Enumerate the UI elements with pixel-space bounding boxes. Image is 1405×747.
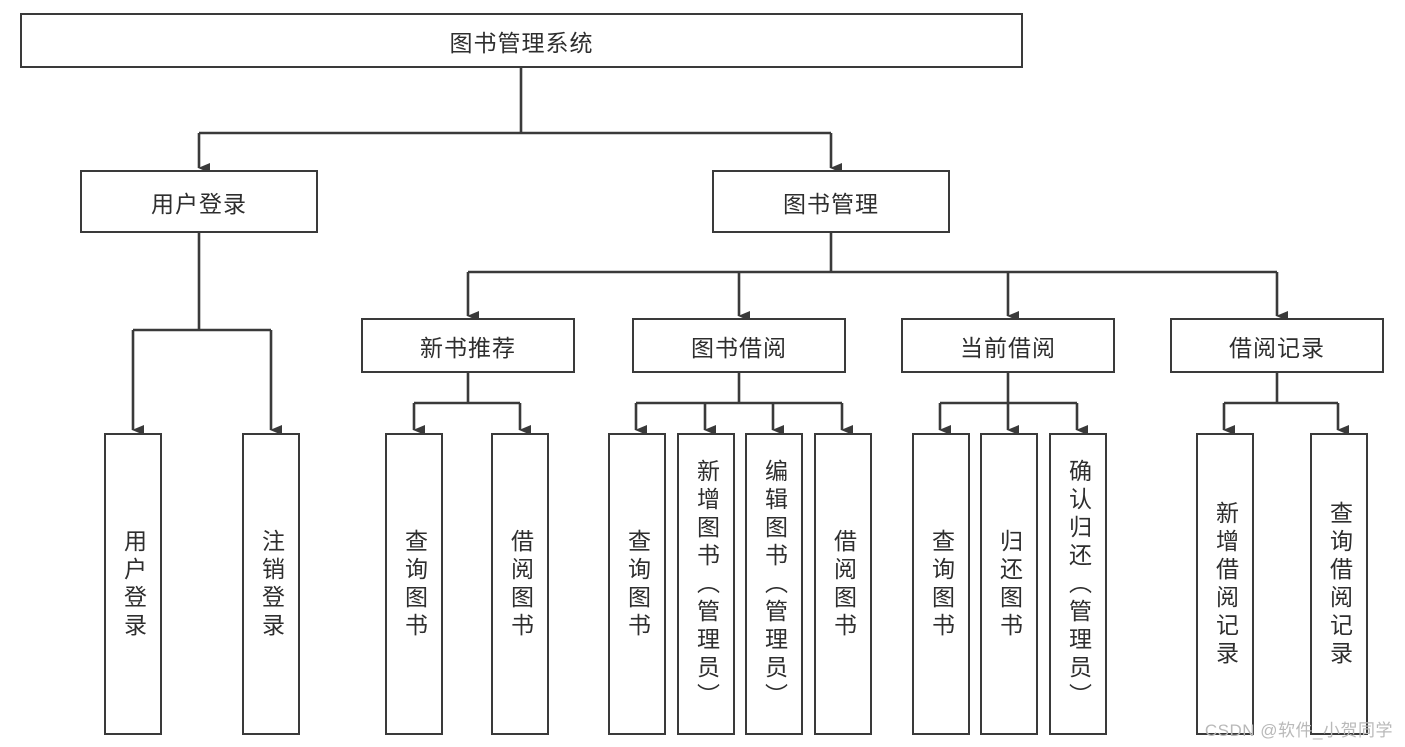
leaf-current-return-book[interactable]: 归还图书 bbox=[980, 433, 1038, 735]
leaf-record-query-borrow-record[interactable]: 查询借阅记录 bbox=[1310, 433, 1368, 735]
watermark-text: CSDN @软件_小贺同学 bbox=[1204, 721, 1393, 740]
leaf-record-add-borrow-record[interactable]: 新增借阅记录 bbox=[1196, 433, 1254, 735]
node-root-book-management-system[interactable]: 图书管理系统 bbox=[20, 13, 1023, 68]
node-book-borrow[interactable]: 图书借阅 bbox=[632, 318, 846, 373]
leaf-borrow-borrow-book[interactable]: 借阅图书 bbox=[814, 433, 872, 735]
leaf-current-query-book[interactable]: 查询图书 bbox=[912, 433, 970, 735]
leaf-user-login-logout[interactable]: 注销登录 bbox=[242, 433, 300, 735]
node-borrow-record[interactable]: 借阅记录 bbox=[1170, 318, 1384, 373]
node-user-login[interactable]: 用户登录 bbox=[80, 170, 318, 233]
node-new-book-recommend[interactable]: 新书推荐 bbox=[361, 318, 575, 373]
leaf-borrow-query-book[interactable]: 查询图书 bbox=[608, 433, 666, 735]
node-current-borrow[interactable]: 当前借阅 bbox=[901, 318, 1115, 373]
leaf-current-confirm-return-admin[interactable]: 确认归还（管理员） bbox=[1049, 433, 1107, 735]
leaf-borrow-add-book-admin[interactable]: 新增图书（管理员） bbox=[677, 433, 735, 735]
leaf-borrow-edit-book-admin[interactable]: 编辑图书（管理员） bbox=[745, 433, 803, 735]
leaf-recommend-query-book[interactable]: 查询图书 bbox=[385, 433, 443, 735]
leaf-user-login-login[interactable]: 用户登录 bbox=[104, 433, 162, 735]
node-book-management[interactable]: 图书管理 bbox=[712, 170, 950, 233]
leaf-recommend-borrow-book[interactable]: 借阅图书 bbox=[491, 433, 549, 735]
